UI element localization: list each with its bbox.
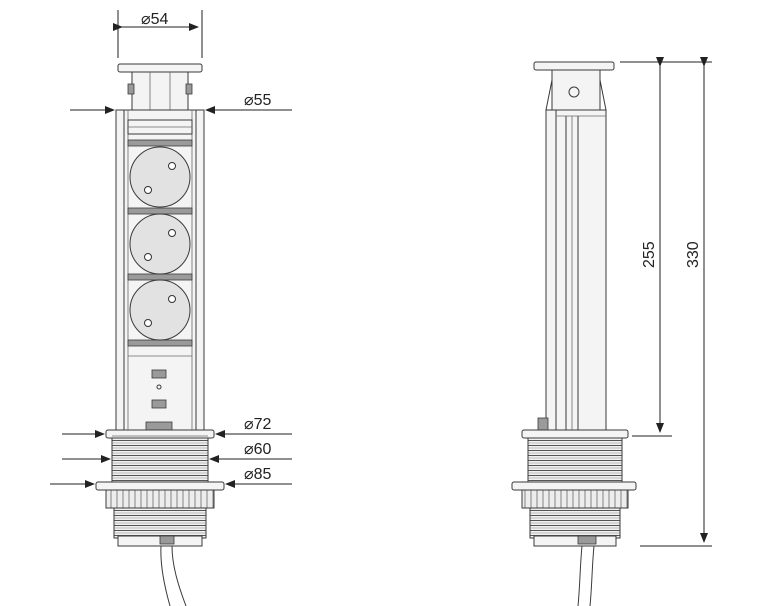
dim-label-column-height: 255 bbox=[641, 241, 658, 268]
socket-separator bbox=[127, 139, 193, 147]
dim-label-top-cap: ⌀54 bbox=[141, 11, 169, 28]
side-dimensions: 255 330 bbox=[620, 57, 712, 547]
side-cap-neck bbox=[551, 69, 601, 111]
side-view bbox=[511, 61, 637, 606]
front-top-cap bbox=[117, 63, 203, 73]
dim-label-nut: ⌀85 bbox=[244, 466, 272, 483]
socket-separator bbox=[127, 207, 193, 215]
front-cap-neck bbox=[131, 71, 189, 111]
front-flange bbox=[105, 429, 215, 439]
power-socket-3 bbox=[129, 279, 191, 341]
side-thread bbox=[527, 437, 623, 483]
dim-label-flange: ⌀72 bbox=[244, 416, 272, 433]
front-thread bbox=[111, 437, 209, 483]
front-view bbox=[95, 63, 225, 606]
usb-port-2 bbox=[151, 399, 167, 409]
dim-label-column: ⌀55 bbox=[244, 92, 272, 109]
dim-label-thread: ⌀60 bbox=[244, 441, 272, 458]
dim-label-total-height: 330 bbox=[685, 241, 702, 268]
socket-separator bbox=[127, 339, 193, 347]
front-nut-ribs bbox=[105, 489, 215, 509]
side-flange bbox=[521, 429, 629, 439]
side-nut bbox=[511, 481, 637, 491]
side-top-cap bbox=[533, 61, 615, 71]
side-nut-ribs bbox=[521, 489, 629, 509]
front-nut bbox=[95, 481, 225, 491]
side-column bbox=[545, 109, 607, 433]
side-pivot-hole bbox=[568, 86, 580, 98]
power-socket-2 bbox=[129, 213, 191, 275]
socket-separator bbox=[127, 273, 193, 281]
usb-port-1 bbox=[151, 369, 167, 379]
power-socket-1 bbox=[129, 146, 191, 208]
front-dimensions: ⌀54 ⌀55 ⌀72 ⌀60 ⌀85 bbox=[50, 10, 292, 488]
